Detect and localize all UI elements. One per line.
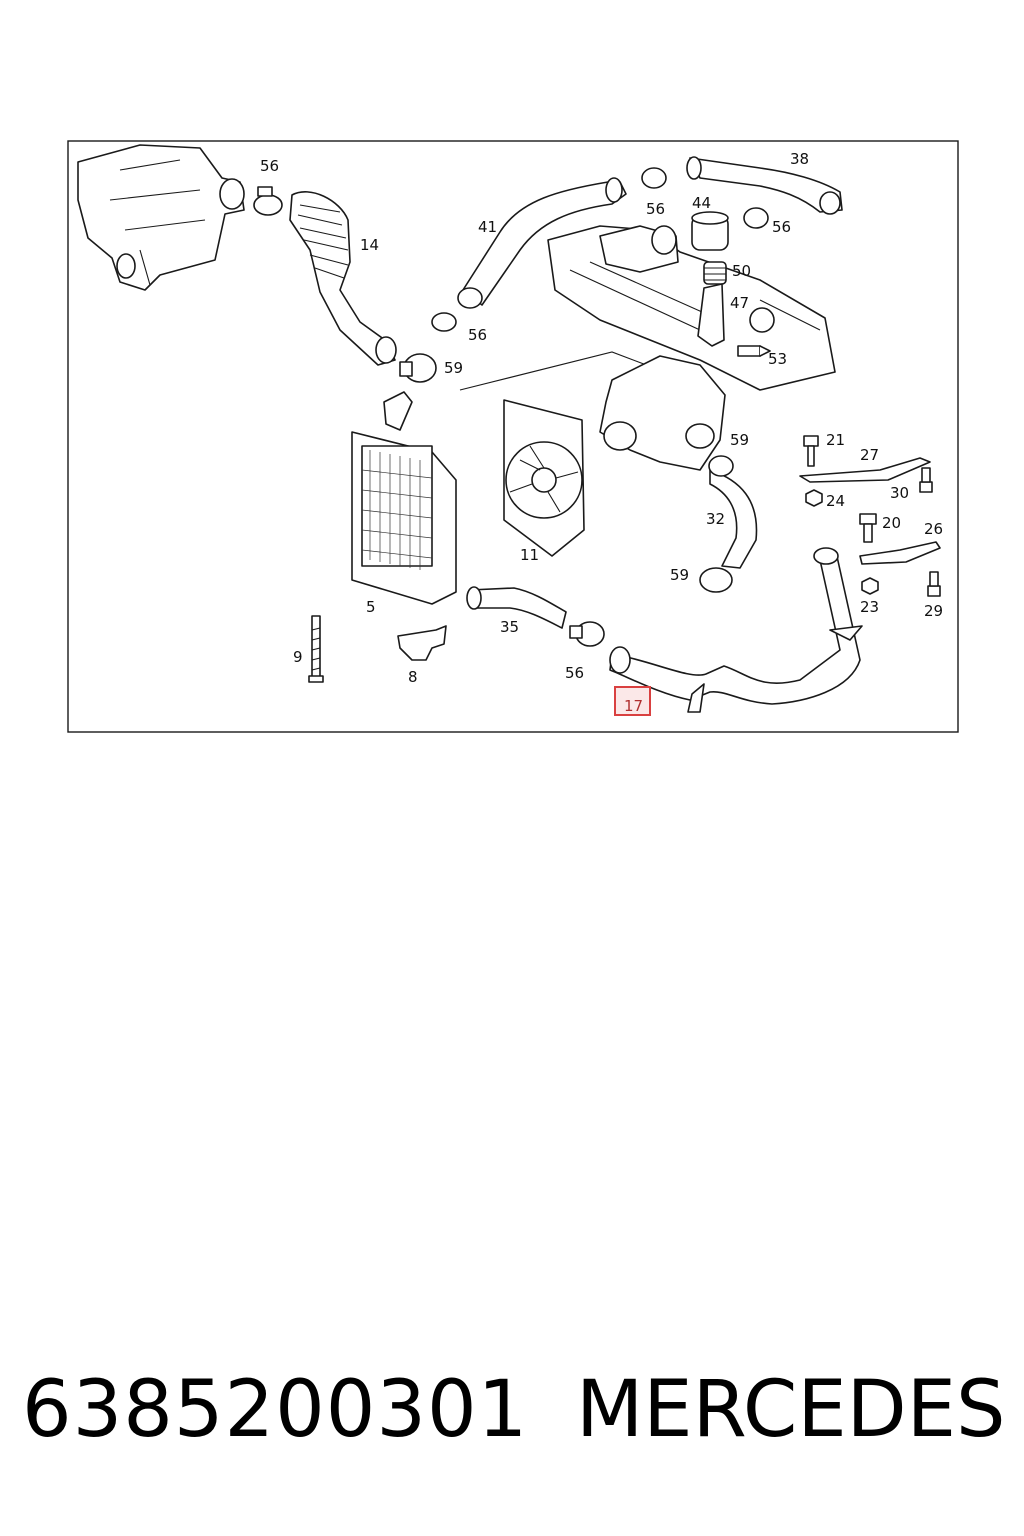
hose-32 — [708, 455, 758, 569]
pipe-38 — [686, 156, 843, 215]
highlight-box — [614, 686, 651, 716]
callout-9: 9 — [293, 648, 303, 666]
callout-35: 35 — [500, 618, 519, 636]
callout-44: 44 — [692, 194, 711, 212]
cooling-fan — [503, 399, 585, 557]
bracket-26 — [859, 541, 941, 565]
callout-50: 50 — [732, 262, 751, 280]
footer: 6385200301 MERCEDES — [0, 1360, 1024, 1480]
hose-clamp — [569, 621, 605, 647]
callout-32: 32 — [706, 510, 725, 528]
long-bolt-9 — [308, 615, 324, 683]
callout-56: 56 — [772, 218, 791, 236]
callout-5: 5 — [366, 598, 376, 616]
callout-20: 20 — [882, 514, 901, 532]
diagram-frame — [67, 140, 959, 733]
bolt-30 — [919, 467, 933, 493]
sleeve-44 — [691, 211, 729, 251]
callout-59: 59 — [730, 431, 749, 449]
hose-clamp — [399, 353, 437, 383]
bolt-21 — [803, 435, 819, 467]
hose-clamp — [743, 207, 769, 229]
callout-27: 27 — [860, 446, 879, 464]
bracket-8 — [397, 625, 447, 661]
callout-59: 59 — [670, 566, 689, 584]
callout-29: 29 — [924, 602, 943, 620]
hose-clamp — [699, 567, 733, 593]
intercooler-radiator — [351, 391, 457, 605]
callout-47: 47 — [730, 294, 749, 312]
hose-41 — [457, 177, 627, 309]
hose-35 — [466, 586, 567, 629]
callout-56: 56 — [646, 200, 665, 218]
callout-17: 17 — [624, 697, 643, 715]
callout-56: 56 — [260, 157, 279, 175]
hose-clamp — [431, 312, 457, 332]
hose-clamp — [253, 186, 283, 216]
callout-8: 8 — [408, 668, 418, 686]
callout-labels: 56 14 41 56 44 38 56 50 47 53 56 59 59 2… — [260, 150, 943, 686]
callout-59: 59 — [444, 359, 463, 377]
water-pump-housing — [599, 355, 726, 471]
coolant-pipe-17 — [609, 547, 863, 713]
callout-21: 21 — [826, 431, 845, 449]
callout-56: 56 — [565, 664, 584, 682]
callout-14: 14 — [360, 236, 379, 254]
air-filter-housing — [77, 144, 245, 291]
callout-11: 11 — [520, 546, 539, 564]
highlighted-callout: 17 — [614, 686, 651, 716]
bolt-53 — [737, 345, 771, 357]
callout-23: 23 — [860, 598, 879, 616]
callout-41: 41 — [478, 218, 497, 236]
hose-clamp — [641, 167, 667, 189]
callout-56: 56 — [468, 326, 487, 344]
intake-hose — [289, 191, 397, 366]
nut-23 — [861, 577, 879, 595]
brand-name: MERCEDES — [576, 1365, 1006, 1455]
bolt-29 — [927, 571, 941, 597]
callout-53: 53 — [768, 350, 787, 368]
callout-38: 38 — [790, 150, 809, 168]
part-number: 6385200301 — [22, 1365, 529, 1455]
parts-diagram: 56 14 41 56 44 38 56 50 47 53 56 59 59 2… — [67, 140, 959, 733]
callout-30: 30 — [890, 484, 909, 502]
thermostat-housing — [599, 225, 679, 273]
callout-26: 26 — [924, 520, 943, 538]
bellows-50 — [703, 261, 727, 285]
bracket-27 — [799, 457, 931, 483]
nut-24 — [805, 489, 823, 507]
bracket-47 — [697, 283, 725, 347]
callout-24: 24 — [826, 492, 845, 510]
bolt-20 — [859, 513, 877, 543]
